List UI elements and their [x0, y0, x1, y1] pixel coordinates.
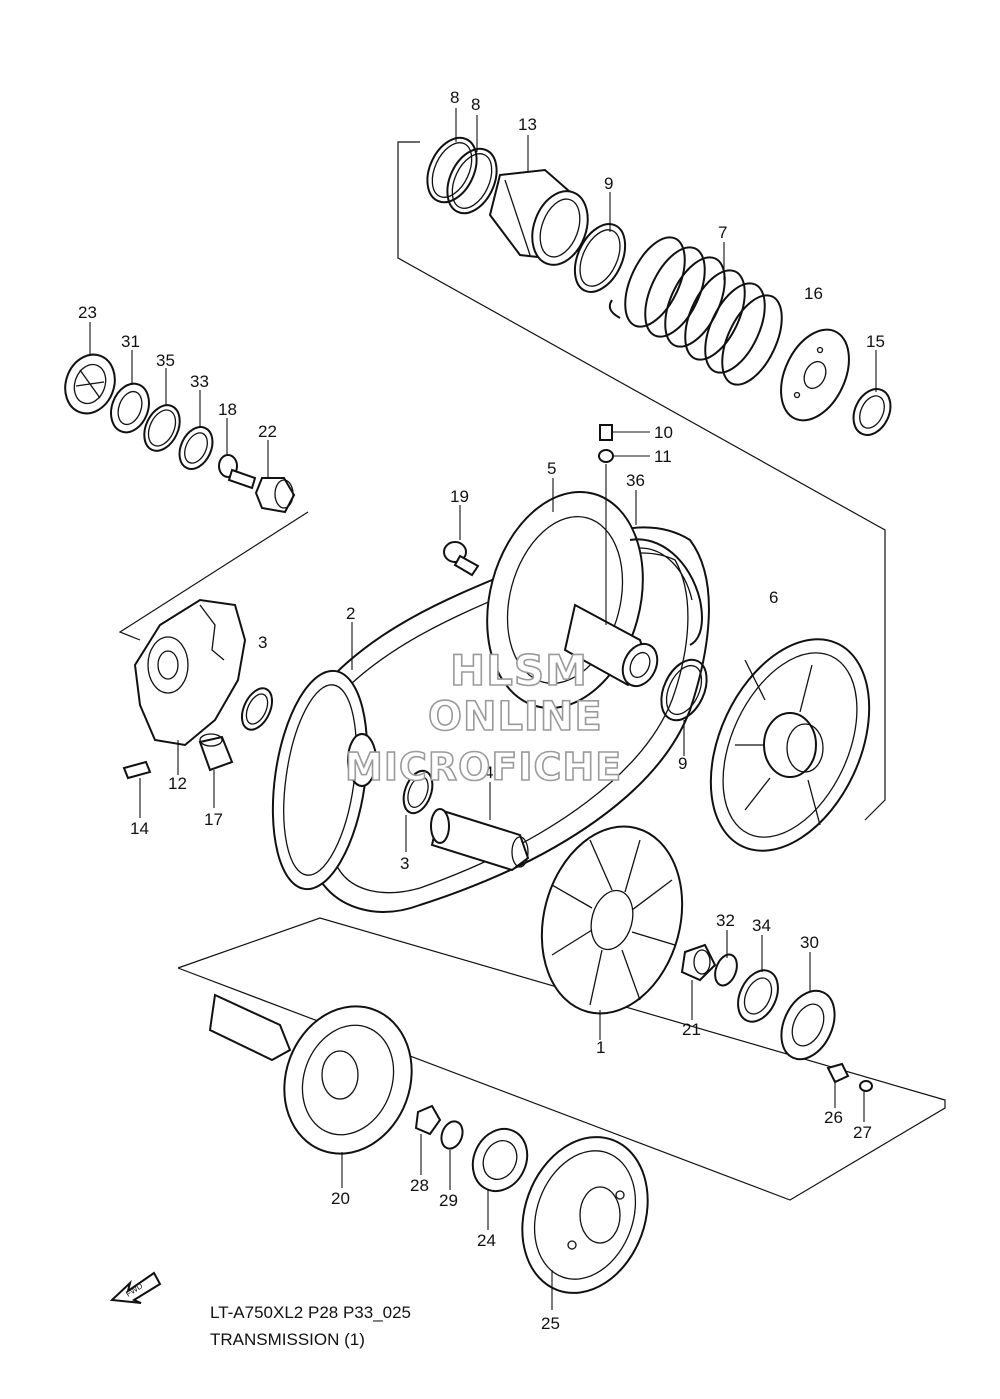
watermark-line-1: HLSM	[450, 646, 588, 695]
label-1: 1	[596, 1038, 605, 1057]
left-group-outline	[118, 511, 309, 641]
part-3-ring-left	[240, 687, 274, 731]
label-12: 12	[168, 774, 187, 793]
part-32-ring	[714, 953, 738, 987]
part-20-clutch-housing	[208, 993, 413, 1155]
label-13: 13	[518, 115, 537, 134]
label-8-b: 8	[471, 95, 480, 114]
label-14: 14	[130, 819, 149, 838]
watermark-line-3: MICROFICHE	[345, 745, 622, 789]
diagram-title: TRANSMISSION (1)	[210, 1330, 365, 1349]
part-10-pin	[599, 424, 613, 441]
label-17: 17	[204, 810, 223, 829]
part-33-washer	[178, 426, 214, 470]
part-3-ring-middle	[402, 769, 434, 815]
label-21: 21	[682, 1020, 701, 1039]
label-6: 6	[769, 588, 778, 607]
label-35: 35	[156, 351, 175, 370]
label-27: 27	[853, 1123, 872, 1142]
part-19-bolt	[443, 541, 480, 577]
label-20: 20	[331, 1189, 350, 1208]
label-24: 24	[477, 1231, 496, 1250]
label-15: 15	[866, 332, 885, 351]
label-16: 16	[804, 284, 823, 303]
part-6-driven-pulley	[709, 638, 871, 852]
part-4-shaft	[430, 808, 530, 872]
label-30: 30	[800, 933, 819, 952]
part-25-clutch-assembly	[521, 1136, 649, 1294]
label-26: 26	[824, 1108, 843, 1127]
label-19: 19	[450, 487, 469, 506]
part-9-ring-middle	[660, 658, 708, 722]
label-33: 33	[190, 372, 209, 391]
fwd-arrow-icon: FWD	[109, 1271, 162, 1304]
label-34: 34	[752, 916, 771, 935]
part-30-bearing	[780, 989, 836, 1061]
part-15-nut	[852, 388, 892, 436]
label-3-middle: 3	[400, 854, 409, 873]
part-34-oil-seal	[737, 969, 779, 1023]
part-13-sleeve	[488, 168, 589, 266]
part-24-bearing	[471, 1127, 529, 1193]
part-22-collar	[254, 477, 296, 514]
shaft-upper	[563, 603, 659, 688]
label-25: 25	[541, 1314, 560, 1333]
part-14-slide	[122, 760, 152, 780]
label-2: 2	[346, 604, 355, 623]
part-7-spring	[608, 236, 783, 386]
part-27-screw	[859, 1080, 873, 1092]
part-labels: 8 8 13 9 7 16 15 23 31 35 33 18 22 10 11…	[78, 88, 885, 1333]
part-21-collar	[680, 943, 717, 982]
part-1-fan-pulley	[540, 825, 684, 1015]
label-5: 5	[547, 459, 556, 478]
part-26-nut	[826, 1062, 850, 1084]
label-10: 10	[654, 423, 673, 442]
watermark-line-2: ONLINE	[428, 694, 603, 740]
label-31: 31	[121, 332, 140, 351]
part-17-roller	[198, 733, 234, 772]
part-8-ring-a	[426, 136, 478, 204]
label-29: 29	[439, 1191, 458, 1210]
label-11: 11	[654, 447, 672, 466]
part-36-gear-ring	[629, 538, 703, 646]
label-9-middle: 9	[678, 754, 687, 773]
part-28-nut	[414, 1104, 442, 1136]
upper-group-outline	[397, 141, 886, 821]
part-23-oil-seal	[64, 353, 116, 415]
diagram-code: LT-A750XL2 P28 P33_025	[210, 1303, 411, 1322]
label-7: 7	[718, 223, 727, 242]
label-36: 36	[626, 471, 645, 490]
part-9-ring-upper	[573, 223, 627, 293]
label-28: 28	[410, 1176, 429, 1195]
part-31-bearing	[110, 382, 150, 434]
watermark: HLSM ONLINE MICROFICHE	[344, 645, 622, 790]
lower-group-outline	[177, 917, 946, 1201]
part-35-ring	[143, 404, 181, 452]
part-12-movable-face	[133, 598, 247, 747]
label-22: 22	[258, 422, 277, 441]
part-16-plate	[780, 328, 850, 422]
label-23: 23	[78, 303, 97, 322]
label-9-top: 9	[604, 174, 613, 193]
leader-lines	[89, 108, 877, 1310]
part-8-ring-b	[446, 147, 498, 215]
part-29-washer	[440, 1120, 464, 1150]
part-11-nut	[598, 449, 614, 463]
label-18: 18	[218, 400, 237, 419]
label-4: 4	[484, 763, 493, 782]
part-18-bolt	[218, 454, 257, 490]
drive-pulley-outer	[271, 669, 377, 891]
label-8-a: 8	[450, 88, 459, 107]
label-32: 32	[716, 911, 735, 930]
label-3-left: 3	[258, 633, 267, 652]
